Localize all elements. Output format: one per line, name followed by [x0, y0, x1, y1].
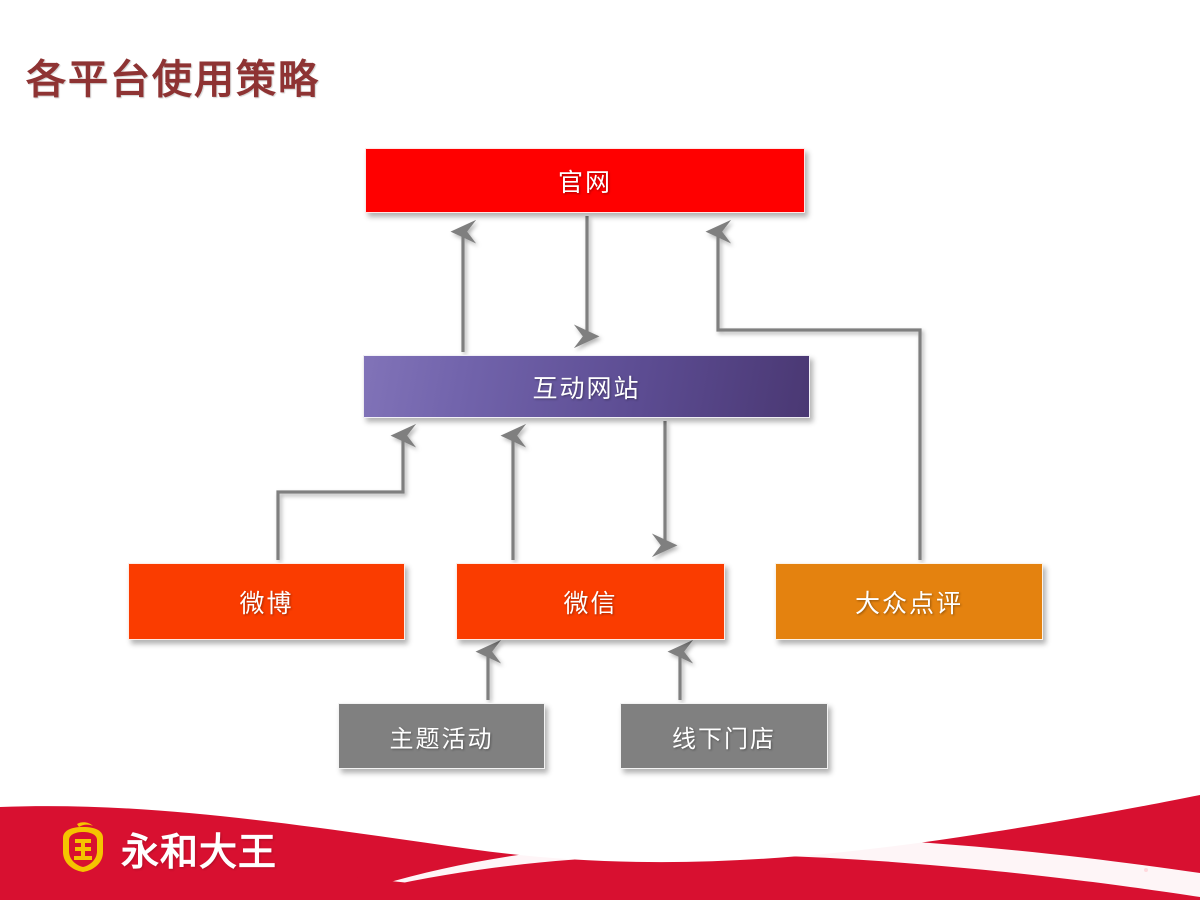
yonghe-emblem-icon	[63, 822, 103, 872]
node-offline-store[interactable]: 线下门店	[620, 703, 828, 769]
node-official-website[interactable]: 官网	[365, 148, 805, 213]
brand-logo: 永和大王	[55, 819, 277, 877]
node-theme-activity[interactable]: 主题活动	[338, 703, 545, 769]
corner-marker-dot	[1144, 868, 1148, 872]
wave-red-lower-fill	[0, 845, 1200, 900]
node-label: 微信	[563, 589, 618, 618]
node-label: 官网	[557, 168, 612, 197]
connector-weibo-to-interactive	[276, 423, 417, 560]
node-dianping[interactable]: 大众点评	[775, 563, 1043, 640]
wave-white-swoosh	[330, 837, 1200, 900]
node-label: 线下门店	[672, 725, 776, 753]
page-title: 各平台使用策略	[26, 58, 320, 102]
node-label: 主题活动	[389, 725, 494, 753]
brand-name: 永和大王	[121, 831, 278, 874]
node-interactive-website[interactable]: 互动网站	[363, 355, 810, 418]
footer-wave-banner	[0, 795, 1200, 900]
node-label: 互动网站	[532, 374, 641, 403]
node-label: 微博	[239, 589, 294, 618]
node-label: 大众点评	[854, 589, 963, 618]
node-wechat[interactable]: 微信	[456, 563, 725, 640]
node-weibo[interactable]: 微博	[128, 563, 405, 640]
